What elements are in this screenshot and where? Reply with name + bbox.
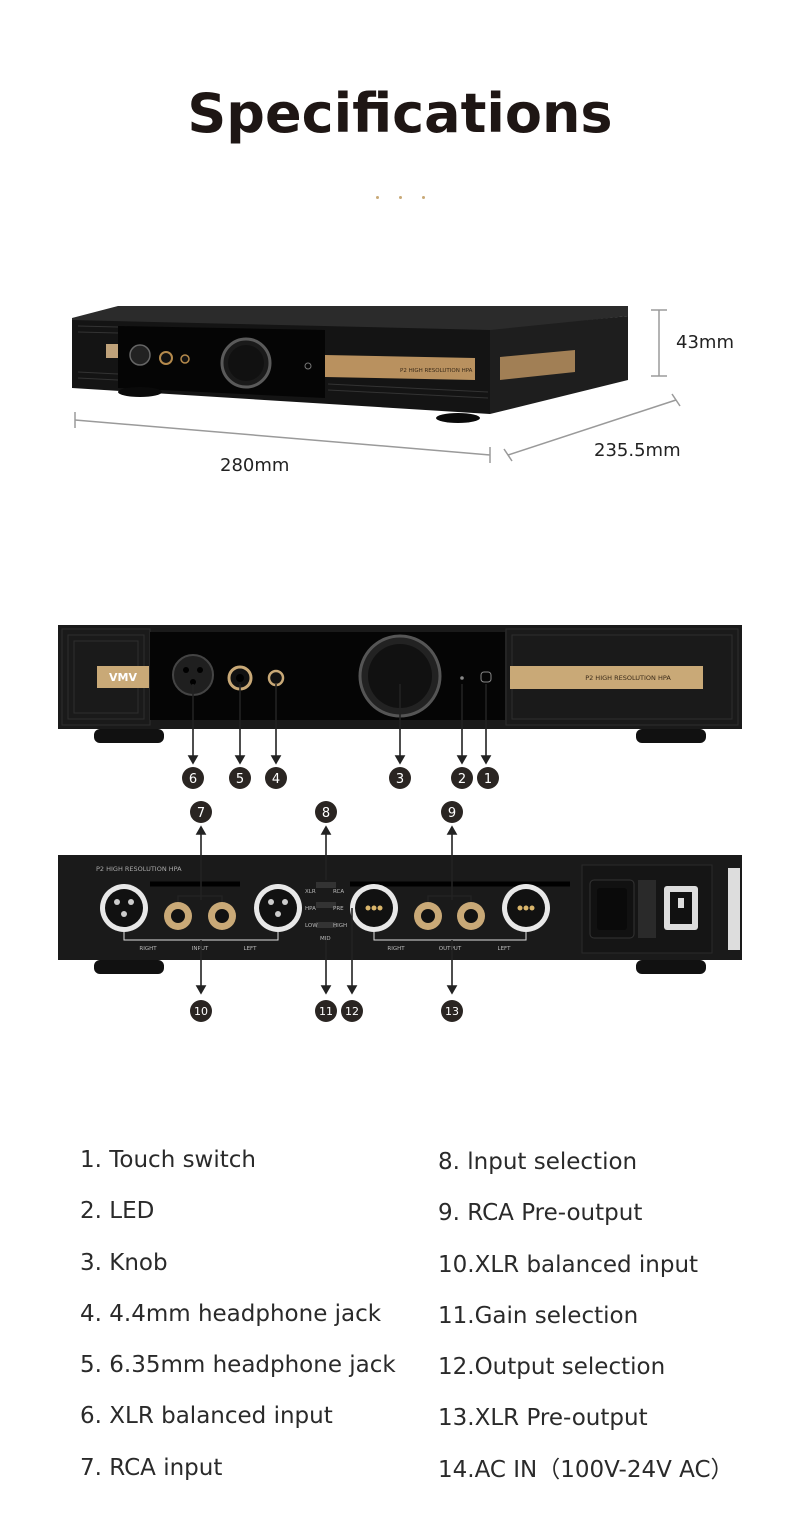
rear-callout-7: 7 xyxy=(197,806,205,821)
decorative-dots xyxy=(0,186,800,204)
label-pre: PRE xyxy=(333,906,344,912)
rear-callout-10: 10 xyxy=(194,1005,208,1018)
front-callout-3: 3 xyxy=(396,772,404,787)
front-callout-4: 4 xyxy=(272,772,280,787)
label-left-out: LEFT xyxy=(498,946,512,952)
label-right-in: RIGHT xyxy=(139,946,157,952)
spec-item: 6. XLR balanced input xyxy=(80,1403,333,1430)
label-high: HIGH xyxy=(333,923,347,929)
product-dimension-figure: P2 HIGH RESOLUTION HPA xyxy=(72,306,681,463)
rear-callout-12: 12 xyxy=(345,1005,359,1018)
front-panel-diagram: VMV P2 HIGH RESOLUTION HPA 6 5 4 3 2 1 xyxy=(58,625,742,789)
front-model-label: P2 HIGH RESOLUTION HPA xyxy=(585,674,671,682)
rear-callout-13: 13 xyxy=(445,1005,459,1018)
front-callout-5: 5 xyxy=(236,772,244,787)
spec-item: 13.XLR Pre-output xyxy=(438,1405,648,1432)
spec-item: 8. lnput selection xyxy=(438,1149,638,1175)
spec-list-right: 8. lnput selection 9. RCA Pre-output 10.… xyxy=(438,1142,734,1501)
spec-list-left: 1. Touch switch 2. LED 3. Knob 4. 4.4mm … xyxy=(80,1140,396,1499)
rear-callout-11: 11 xyxy=(319,1005,333,1018)
depth-dimension: 235.5mm xyxy=(594,440,681,461)
spec-item: 3. Knob xyxy=(80,1249,168,1276)
height-dimension: 43mm xyxy=(676,332,734,353)
rear-callout-8: 8 xyxy=(322,806,330,821)
label-low: LOW xyxy=(305,923,318,929)
spec-item: 2. LED xyxy=(80,1198,155,1225)
rear-panel-diagram: 7 8 9 P2 HIGH RESOLUTION HPA XLR RCA HPA… xyxy=(58,801,742,1022)
spec-item: 10.XLR balanced input xyxy=(438,1251,699,1278)
label-hpa: HPA xyxy=(305,906,316,912)
spec-item: 12.Output selection xyxy=(438,1354,666,1381)
label-rca: RCA xyxy=(333,889,344,895)
rear-model-label: P2 HIGH RESOLUTION HPA xyxy=(96,865,182,873)
label-right-out: RIGHT xyxy=(387,946,405,952)
spec-item: 4. 4.4mm headphone jack xyxy=(80,1300,382,1327)
spec-item: 1. Touch switch xyxy=(80,1147,257,1173)
label-xlr: XLR xyxy=(305,889,316,895)
front-callout-6: 6 xyxy=(189,772,197,787)
label-output: OUTPUT xyxy=(439,946,462,952)
front-callout-1: 1 xyxy=(484,772,492,787)
spec-item: 14.AC IN（100V-24V AC） xyxy=(438,1456,734,1483)
spec-item: 11.Gain selection xyxy=(438,1302,639,1329)
page-title: Specifications xyxy=(187,82,613,145)
spec-item: 7. RCA input xyxy=(80,1454,223,1481)
rear-callout-9: 9 xyxy=(448,806,456,821)
model-label-small: P2 HIGH RESOLUTION HPA xyxy=(400,368,473,374)
width-dimension: 280mm xyxy=(220,455,290,476)
front-callout-2: 2 xyxy=(458,772,466,787)
brand-logo: VMV xyxy=(109,671,137,684)
label-mid: MID xyxy=(320,936,331,942)
label-left-in: LEFT xyxy=(244,946,258,952)
spec-item: 5. 6.35mm headphone jack xyxy=(80,1352,396,1379)
spec-item: 9. RCA Pre-output xyxy=(438,1200,643,1227)
